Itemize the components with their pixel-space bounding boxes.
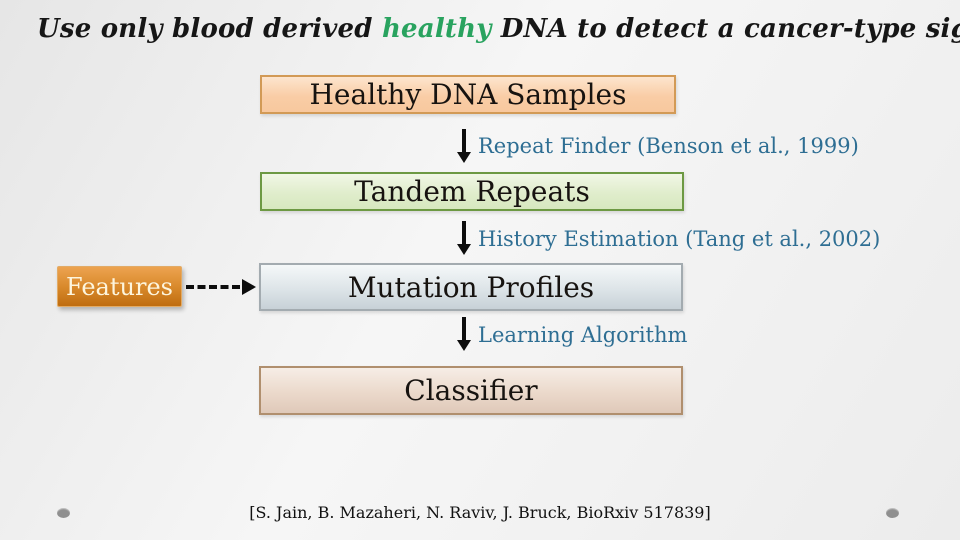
box-features-label: Features	[66, 272, 173, 301]
label-history-estimation: History Estimation (Tang et al., 2002)	[478, 227, 881, 251]
down-arrow-stem	[462, 129, 466, 153]
bullet-decoration-right	[886, 508, 899, 518]
dashed-right-arrow-line	[186, 285, 240, 289]
box-classifier-label: Classifier	[404, 374, 538, 407]
down-arrow-stem	[462, 221, 466, 245]
box-features: Features	[57, 266, 182, 307]
down-arrow-head	[457, 152, 471, 163]
down-arrow-2	[457, 221, 471, 256]
down-arrow-1	[457, 129, 471, 164]
title-highlight: healthy	[381, 14, 492, 44]
footer-citation: [S. Jain, B. Mazaheri, N. Raviv, J. Bruc…	[249, 503, 711, 522]
title-text-prefix: Use only blood derived	[37, 14, 382, 44]
title-text-suffix: DNA to detect a cancer-type signal	[500, 14, 960, 44]
box-mutation-profiles-label: Mutation Profiles	[347, 270, 595, 304]
page-title: Use only blood derived healthy DNA to de…	[37, 14, 960, 44]
box-classifier: Classifier	[259, 366, 683, 415]
down-arrow-head	[457, 340, 471, 351]
box-tandem-repeats-label: Tandem Repeats	[354, 175, 590, 208]
box-mutation-profiles: Mutation Profiles	[259, 263, 683, 311]
down-arrow-stem	[462, 317, 466, 341]
dashed-right-arrow-head	[242, 279, 256, 295]
label-repeat-finder: Repeat Finder (Benson et al., 1999)	[478, 134, 859, 158]
box-tandem-repeats: Tandem Repeats	[260, 172, 684, 211]
bullet-decoration-left	[57, 508, 70, 518]
label-learning-algorithm: Learning Algorithm	[478, 323, 688, 347]
down-arrow-head	[457, 244, 471, 255]
dashed-right-arrow	[186, 279, 256, 296]
box-healthy-dna-samples: Healthy DNA Samples	[260, 75, 676, 114]
box-healthy-dna-samples-label: Healthy DNA Samples	[309, 78, 627, 111]
down-arrow-3	[457, 317, 471, 352]
